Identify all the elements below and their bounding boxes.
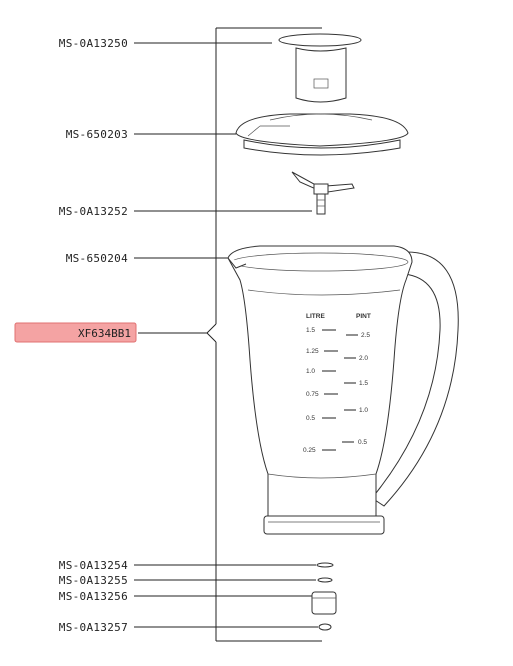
gauge-litre-header: LITRE bbox=[306, 313, 325, 320]
lid-drawing bbox=[235, 113, 409, 156]
label-seal-2: MS-0A13255 bbox=[59, 574, 128, 587]
label-blade: MS-0A13252 bbox=[59, 205, 128, 218]
nut-drawing bbox=[318, 623, 332, 631]
gauge-litre-mark: 1.0 bbox=[306, 368, 315, 375]
label-lid: MS-650203 bbox=[66, 128, 128, 141]
label-nut: MS-0A13257 bbox=[59, 621, 128, 634]
gauge-litre-mark: 0.25 bbox=[303, 447, 316, 454]
gauge-pint-mark: 2.0 bbox=[359, 355, 368, 362]
lid-cap-drawing bbox=[278, 33, 362, 103]
seal-2-drawing bbox=[317, 577, 333, 583]
gauge-pint-mark: 2.5 bbox=[361, 332, 370, 339]
highlight-box bbox=[14, 322, 137, 343]
label-jar: MS-650204 bbox=[66, 252, 128, 265]
label-lid-cap: MS-0A13250 bbox=[59, 37, 128, 50]
gauge-litre-mark: 1.25 bbox=[306, 348, 319, 355]
gauge-pint-mark: 0.5 bbox=[358, 439, 367, 446]
measuring-gauge: LITRE PINT 1.5 1.25 1.0 0.75 0.5 0.25 2.… bbox=[303, 313, 371, 454]
assembly-highlight[interactable]: XF634BB1 bbox=[14, 322, 137, 343]
gauge-litre-mark: 1.5 bbox=[306, 327, 315, 334]
label-seal-1: MS-0A13254 bbox=[59, 559, 128, 572]
gauge-litre-mark: 0.75 bbox=[306, 391, 319, 398]
label-assembly[interactable]: XF634BB1 bbox=[78, 327, 131, 340]
gauge-pint-mark: 1.5 bbox=[359, 380, 368, 387]
seal-1-drawing bbox=[316, 562, 334, 568]
jar-drawing bbox=[227, 245, 459, 535]
leader-lines bbox=[134, 42, 318, 628]
gauge-pint-mark: 1.0 bbox=[359, 407, 368, 414]
label-coupler: MS-0A13256 bbox=[59, 590, 128, 603]
coupler-drawing bbox=[311, 591, 337, 615]
gauge-pint-header: PINT bbox=[356, 313, 371, 320]
gauge-litre-mark: 0.5 bbox=[306, 415, 315, 422]
assembly-bracket bbox=[206, 27, 322, 642]
blade-drawing bbox=[291, 171, 355, 215]
